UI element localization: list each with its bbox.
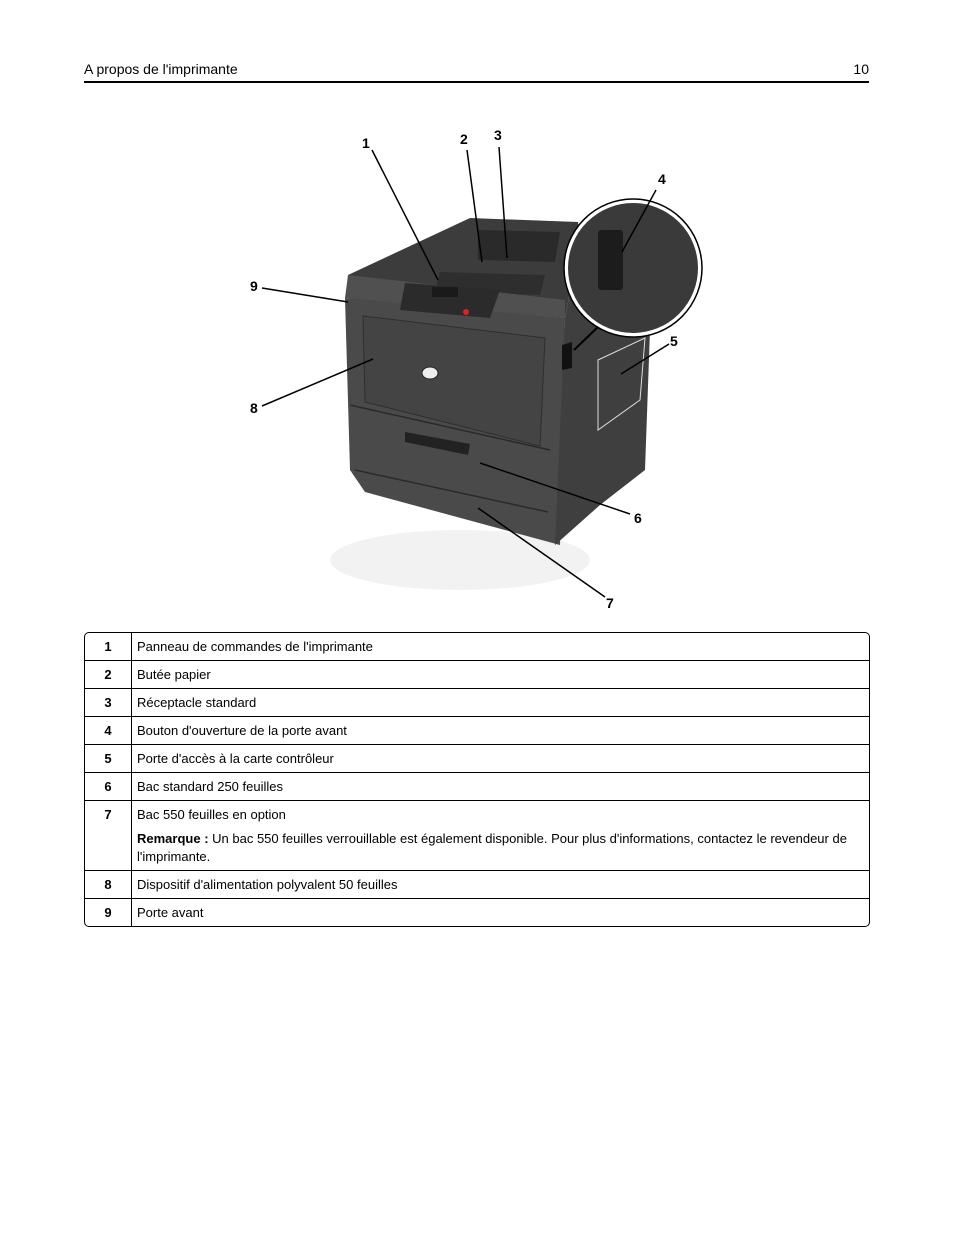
row-label: Réceptacle standard bbox=[132, 689, 869, 717]
callout-1: 1 bbox=[362, 135, 370, 151]
table-row: 7 Bac 550 feuilles en option Remarque : … bbox=[85, 801, 869, 871]
callout-2: 2 bbox=[460, 131, 468, 147]
row-label: Bouton d'ouverture de la porte avant bbox=[132, 717, 869, 745]
row-number: 2 bbox=[85, 661, 132, 689]
callout-4: 4 bbox=[658, 171, 666, 187]
callout-7: 7 bbox=[606, 595, 614, 611]
callout-3: 3 bbox=[494, 127, 502, 143]
callout-5: 5 bbox=[670, 333, 678, 349]
row-label: Butée papier bbox=[132, 661, 869, 689]
callout-lines bbox=[261, 146, 670, 598]
row-label: Dispositif d'alimentation polyvalent 50 … bbox=[132, 871, 869, 899]
row-label: Porte avant bbox=[137, 904, 204, 920]
row-number: 4 bbox=[85, 717, 132, 745]
callout-6: 6 bbox=[634, 510, 642, 526]
callout-9: 9 bbox=[250, 278, 258, 294]
table-row: 9 Porte avant bbox=[85, 899, 869, 926]
printer-drawing bbox=[330, 198, 703, 590]
row-number: 8 bbox=[85, 871, 132, 899]
note-text: Un bac 550 feuilles verrouillable est ég… bbox=[137, 831, 847, 864]
row-number: 9 bbox=[85, 899, 132, 926]
row-number: 6 bbox=[85, 773, 132, 801]
note-label: Remarque : bbox=[137, 831, 209, 846]
row-number: 5 bbox=[85, 745, 132, 773]
row-note: Remarque : Un bac 550 feuilles verrouill… bbox=[137, 830, 864, 866]
row-label: Bac standard 250 feuilles bbox=[132, 773, 869, 801]
row-label: Panneau de commandes de l'imprimante bbox=[132, 633, 869, 661]
row-number: 3 bbox=[85, 689, 132, 717]
row-label: Bac 550 feuilles en option bbox=[137, 807, 286, 822]
page-header: A propos de l'imprimante 10 bbox=[84, 60, 869, 83]
row-content: Bac 550 feuilles en option Remarque : Un… bbox=[132, 801, 869, 871]
row-label: Porte d'accès à la carte contrôleur bbox=[132, 745, 869, 773]
callout-8: 8 bbox=[250, 400, 258, 416]
row-number: 7 bbox=[85, 801, 132, 871]
header-title: A propos de l'imprimante bbox=[84, 61, 238, 77]
printer-illustration: 1 2 3 4 5 6 7 8 9 bbox=[250, 127, 703, 611]
row-number: 1 bbox=[85, 633, 132, 661]
page-number: 10 bbox=[853, 61, 869, 77]
